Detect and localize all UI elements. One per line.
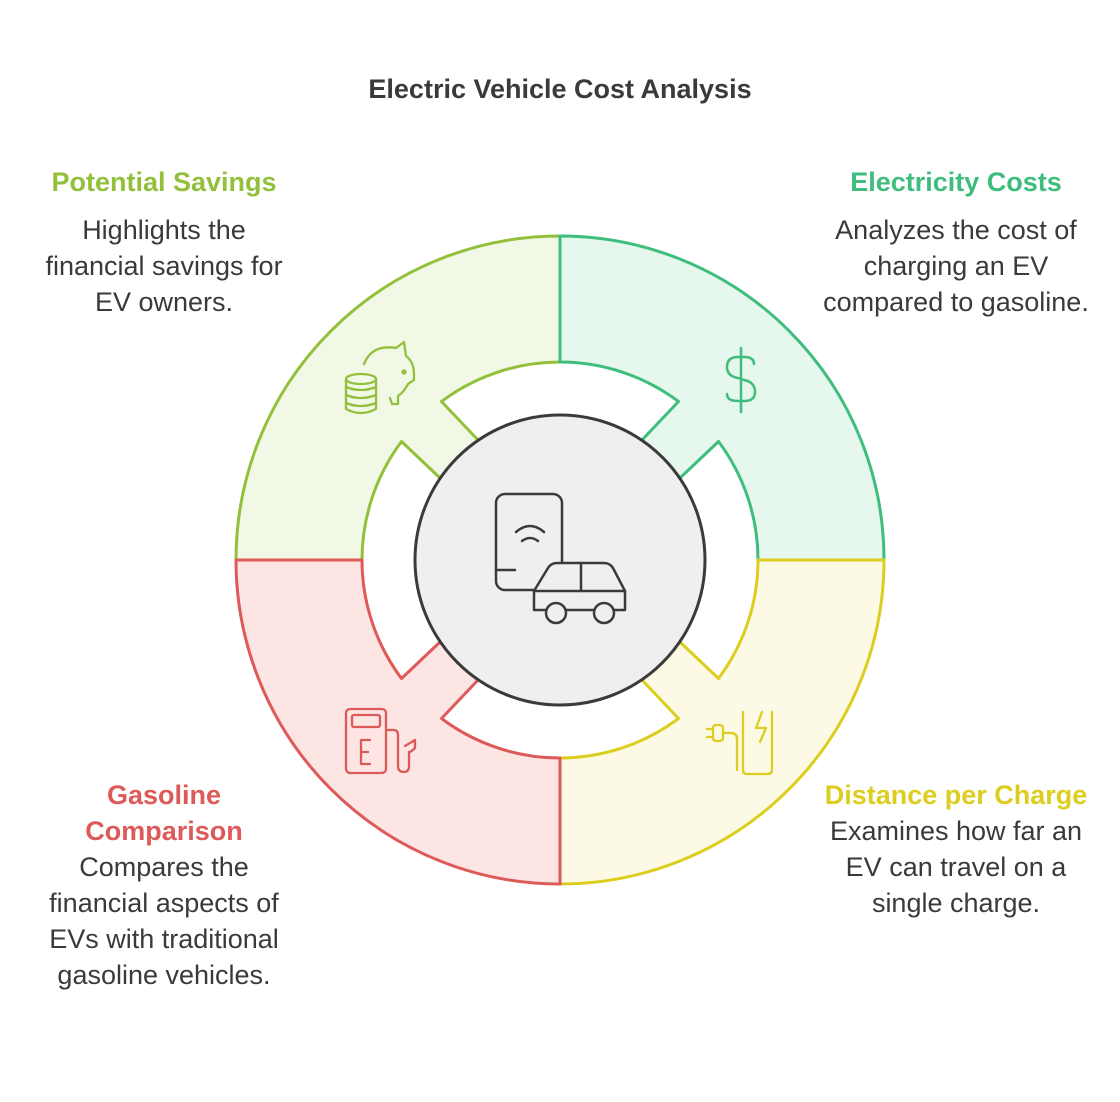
center-circle bbox=[413, 413, 707, 707]
diagram-title: Electric Vehicle Cost Analysis bbox=[368, 74, 752, 104]
distance-heading: Distance per Charge bbox=[824, 780, 1088, 810]
gas-description: Compares the financial aspects of EVs wi… bbox=[49, 852, 279, 990]
electric-description: Analyzes the cost of charging an EV comp… bbox=[823, 215, 1089, 317]
gas-heading: Gasoline Comparison bbox=[85, 780, 243, 846]
distance-block: Distance per Charge Examines how far an … bbox=[821, 777, 1091, 921]
ev-charger-icon bbox=[705, 710, 774, 776]
dollar-sign-icon bbox=[725, 346, 757, 414]
gas-block: Gasoline Comparison Compares the financi… bbox=[29, 777, 299, 993]
distance-description: Examines how far an EV can travel on a s… bbox=[829, 816, 1083, 918]
piggy-bank-coins-icon bbox=[344, 340, 416, 415]
phone-car-icon bbox=[494, 492, 627, 625]
savings-heading: Potential Savings bbox=[51, 167, 277, 197]
electric-heading: Electricity Costs bbox=[850, 167, 1062, 197]
savings-description: Highlights the financial savings for EV … bbox=[45, 215, 283, 317]
segment-electric bbox=[558, 234, 886, 562]
electric-block: Electricity Costs Analyzes the cost of c… bbox=[821, 164, 1091, 320]
segment-gas bbox=[234, 558, 562, 886]
savings-block: Potential Savings Highlights the financi… bbox=[29, 164, 299, 320]
fuel-pump-icon bbox=[344, 707, 417, 775]
segment-distance bbox=[558, 558, 886, 886]
